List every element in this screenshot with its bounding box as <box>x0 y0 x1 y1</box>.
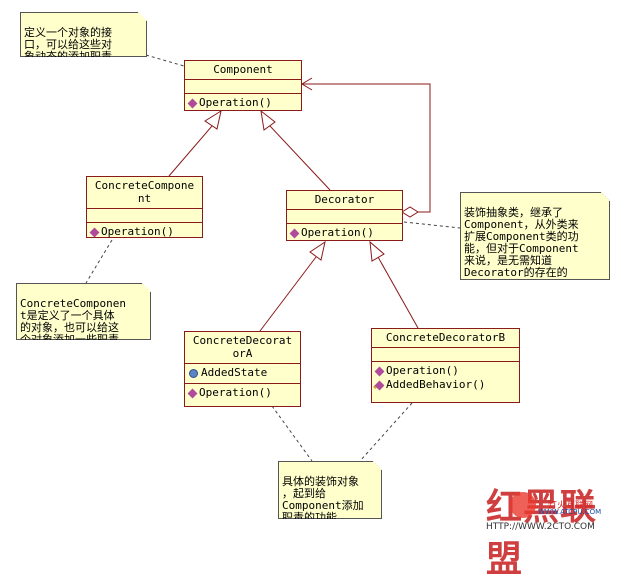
diamond-operation-icon <box>89 227 100 237</box>
note-link-decorator-a <box>271 405 313 462</box>
operation[interactable]: Operation() <box>187 96 299 110</box>
operation-label: Operation() <box>199 386 272 399</box>
operation-label: Operation() <box>386 364 459 377</box>
operation-added-behavior[interactable]: AddedBehavior() <box>374 378 517 392</box>
class-name: Decorator <box>314 193 375 206</box>
generalization-decorator-b <box>377 256 419 329</box>
attribute-icon <box>189 368 198 378</box>
aggregation-arrowhead <box>301 77 313 91</box>
class-name-line-1: ConcreteCompone <box>94 179 195 192</box>
attribute-section <box>87 208 202 222</box>
note-decorator: 装饰抽象类，继承了 Component，从外类来 扩展Component类的功 … <box>460 192 610 280</box>
attribute-label: AddedState <box>201 366 268 379</box>
note-link-component <box>145 54 185 67</box>
aggregation-diamond <box>401 206 419 218</box>
operation[interactable]: Operation() <box>187 386 298 400</box>
diamond-operation-icon <box>374 366 385 376</box>
class-decorator[interactable]: Decorator Operation() <box>286 190 403 241</box>
class-name: Component <box>213 63 273 76</box>
watermark-bottom-url: HTTP://WWW.2CTO.COM <box>486 522 595 532</box>
attribute-section <box>372 347 519 361</box>
class-name: ConcreteDecorat orA <box>185 332 300 363</box>
attribute-section <box>185 79 301 93</box>
note-link-concrete-component <box>85 239 113 284</box>
aggregation-decorator-component <box>302 83 431 213</box>
watermark-site-name: 灯火互联网 <box>548 501 594 511</box>
watermark-url: WWW.ATCPU.COM <box>538 508 602 516</box>
operation-label: Operation() <box>199 96 272 109</box>
operation[interactable]: Operation() <box>374 364 517 378</box>
key-operation-icon <box>374 380 385 390</box>
class-name-line-2: nt <box>137 192 152 205</box>
watermark-circle-icon <box>510 492 536 518</box>
operation-label: AddedBehavior() <box>386 378 486 391</box>
generalization-arrow-1 <box>204 109 222 130</box>
diamond-operation-icon <box>289 228 300 238</box>
note-decorator-text: 装饰抽象类，继承了 Component，从外类来 扩展Component类的功 … <box>464 206 579 279</box>
diamond-operation-icon <box>187 388 198 398</box>
diamond-operation-icon <box>187 98 198 108</box>
generalization-arrow-3 <box>309 240 326 261</box>
class-name-line-2: orA <box>232 347 253 360</box>
operation-section: Operation() <box>185 93 301 113</box>
operation-section: Operation() <box>287 223 402 243</box>
class-concrete-decorator-a[interactable]: ConcreteDecorat orA AddedState Operation… <box>184 331 301 407</box>
generalization-decorator-a <box>259 256 317 332</box>
class-name-line-1: ConcreteDecorat <box>192 334 293 347</box>
operation-section: Operation() AddedBehavior() <box>372 361 519 395</box>
attribute-section: AddedState <box>185 363 300 383</box>
class-concrete-component[interactable]: ConcreteCompone nt Operation() <box>86 176 203 238</box>
note-concrete-component: ConcreteComponen t是定义了一个具体 的对象，也可以给这 个对象… <box>16 283 151 340</box>
operation-label: Operation() <box>301 226 374 239</box>
note-concrete-component-text: ConcreteComponen t是定义了一个具体 的对象，也可以给这 个对象… <box>20 297 126 346</box>
operation-section: Operation() <box>87 222 202 242</box>
attribute[interactable]: AddedState <box>189 366 298 380</box>
note-concrete-decorator: 具体的装饰对象 ，起到给 Component添加 职责的功能 <box>278 461 382 519</box>
note-concrete-decorator-text: 具体的装饰对象 ，起到给 Component添加 职责的功能 <box>282 475 364 524</box>
class-component[interactable]: Component Operation() <box>184 60 302 111</box>
attribute-section <box>287 209 402 223</box>
class-name: ConcreteCompone nt <box>87 177 202 208</box>
class-name: ConcreteDecoratorB <box>385 331 506 344</box>
watermark: 红黑联盟 灯火互联网 WWW.ATCPU.COM HTTP://WWW.2CTO… <box>486 478 626 580</box>
generalization-concrete-component <box>168 125 213 177</box>
relationship-links <box>85 54 461 462</box>
note-link-decorator-b <box>359 402 413 462</box>
note-component: 定义一个对象的接 口，可以给这些对 象动态的添加职责 <box>20 12 147 57</box>
generalization-arrow-2 <box>260 109 276 131</box>
generalization-decorator <box>269 125 331 191</box>
note-link-decorator <box>403 221 461 229</box>
operation-label: Operation() <box>101 225 174 238</box>
operation[interactable]: Operation() <box>289 226 400 240</box>
operation[interactable]: Operation() <box>89 225 200 239</box>
class-concrete-decorator-b[interactable]: ConcreteDecoratorB Operation() AddedBeha… <box>371 328 520 403</box>
generalization-arrow-4 <box>369 240 385 262</box>
operation-section: Operation() <box>185 383 300 403</box>
